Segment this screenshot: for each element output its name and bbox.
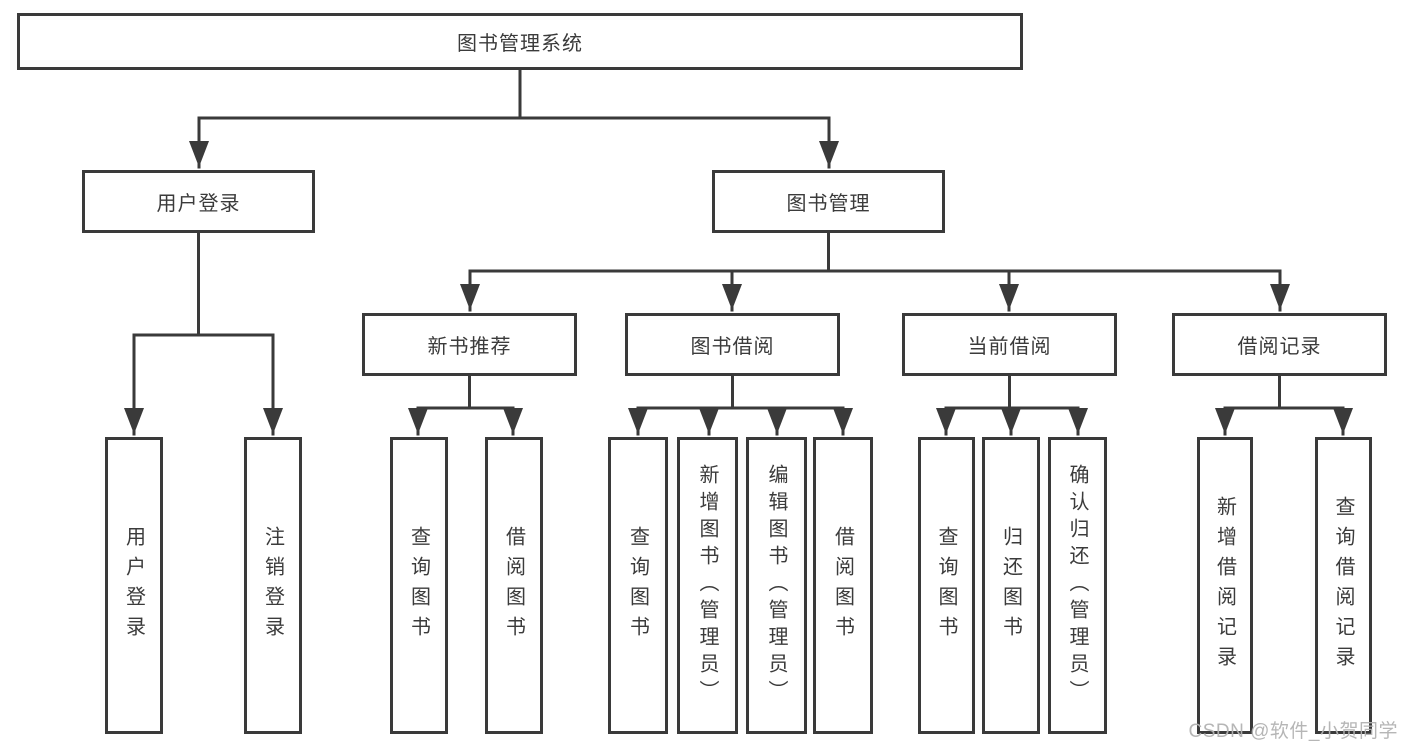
node-book-management-branch: 图书管理 — [712, 170, 945, 233]
node-book-borrow: 图书借阅 — [625, 313, 840, 376]
leaf-recommend-query-books: 查询图书 — [390, 437, 448, 734]
leaf-logout: 注销登录 — [244, 437, 302, 734]
node-user-login-branch: 用户登录 — [82, 170, 315, 233]
node-current-borrow: 当前借阅 — [902, 313, 1117, 376]
node-library-management-system: 图书管理系统 — [17, 13, 1023, 70]
leaf-confirm-return-admin: 确认归还（管理员） — [1048, 437, 1107, 734]
node-borrow-records: 借阅记录 — [1172, 313, 1387, 376]
leaf-user-login: 用户登录 — [105, 437, 163, 734]
leaf-current-query-books: 查询图书 — [918, 437, 975, 734]
leaf-edit-books-admin: 编辑图书（管理员） — [746, 437, 807, 734]
leaf-return-books: 归还图书 — [982, 437, 1040, 734]
leaf-borrow-query-books: 查询图书 — [608, 437, 668, 734]
leaf-query-borrow-record: 查询借阅记录 — [1315, 437, 1372, 734]
leaf-add-books-admin: 新增图书（管理员） — [677, 437, 738, 734]
leaf-borrow-books: 借阅图书 — [813, 437, 873, 734]
csdn-watermark: CSDN @软件_小贺同学 — [1188, 721, 1398, 742]
node-new-book-recommend: 新书推荐 — [362, 313, 577, 376]
leaf-add-borrow-record: 新增借阅记录 — [1197, 437, 1253, 734]
leaf-recommend-borrow-books: 借阅图书 — [485, 437, 543, 734]
